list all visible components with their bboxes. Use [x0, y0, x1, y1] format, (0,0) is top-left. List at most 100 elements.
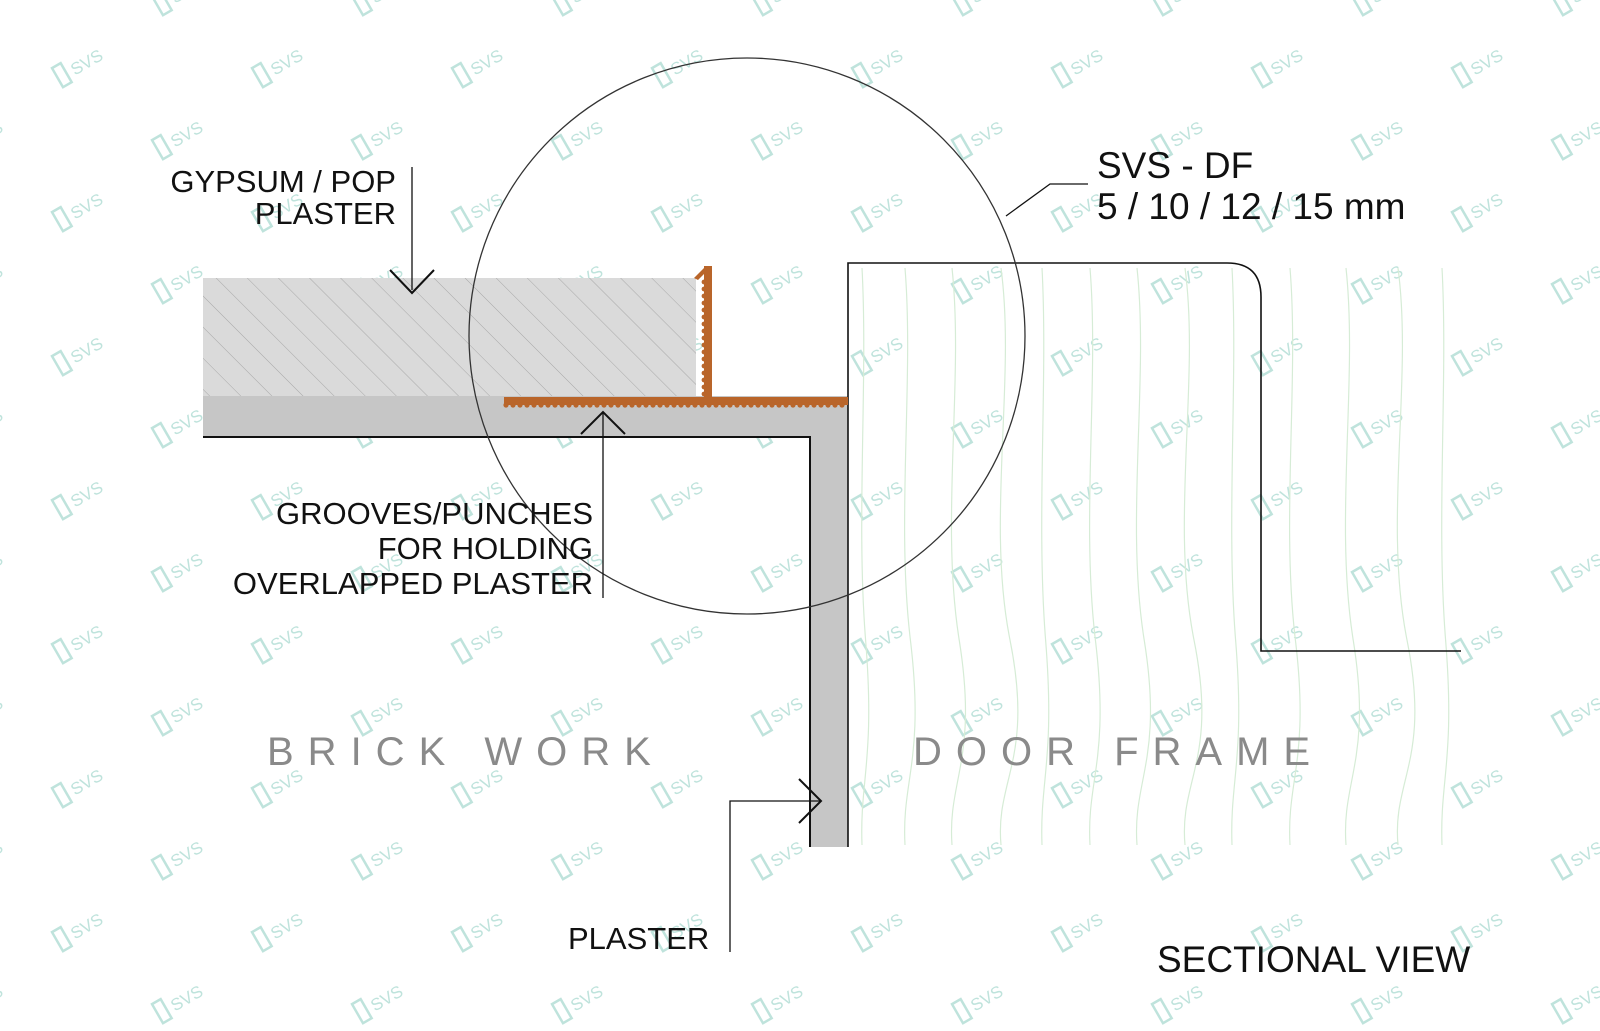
profile-groove [713, 402, 719, 408]
watermark-logo: SVS [950, 838, 1006, 881]
svg-text:SVS: SVS [0, 0, 6, 7]
door-frame-label: DOOR FRAME [913, 730, 1325, 774]
profile-groove [692, 402, 698, 408]
profile-groove [643, 402, 649, 408]
svg-text:SVS: SVS [867, 334, 906, 367]
svg-text:SVS: SVS [767, 550, 806, 583]
svg-text:SVS: SVS [467, 46, 506, 79]
watermark-logo: SVS [450, 622, 506, 665]
profile-punch [701, 363, 707, 369]
watermark-logo: SVS [50, 910, 106, 953]
watermark-logo: SVS [550, 694, 606, 737]
watermark-logo: SVS [950, 262, 1006, 305]
watermark-logo: SVS [750, 262, 806, 305]
svg-text:SVS: SVS [0, 550, 6, 583]
watermark-logo: SVS [1050, 334, 1106, 377]
watermark-logo: SVS [450, 46, 506, 89]
watermark-logo: SVS [1150, 982, 1206, 1025]
svg-text:SVS: SVS [767, 0, 806, 7]
watermark-logo: SVS [850, 910, 906, 953]
svg-text:SVS: SVS [0, 694, 6, 727]
svg-text:SVS: SVS [467, 910, 506, 943]
profile-groove [559, 402, 565, 408]
svg-text:SVS: SVS [1167, 982, 1206, 1015]
watermark-logo: SVS [1450, 334, 1506, 377]
watermark-logo: SVS [350, 118, 406, 161]
profile-groove [818, 402, 824, 408]
wood-grain-line [1344, 267, 1361, 846]
svg-text:SVS: SVS [1567, 838, 1600, 871]
svg-text:SVS: SVS [1467, 910, 1506, 943]
profile-groove [727, 402, 733, 408]
svg-text:SVS: SVS [867, 910, 906, 943]
wood-grain-line [1135, 267, 1152, 846]
watermark-logo: SVS [150, 982, 206, 1025]
svg-text:SVS: SVS [1067, 46, 1106, 79]
watermark-logo: SVS [950, 0, 1006, 17]
watermark-logo: SVS [1150, 838, 1206, 881]
profile-punch [701, 356, 707, 362]
profile-groove [741, 402, 747, 408]
profile-groove [706, 402, 712, 408]
watermark-logo: SVS [350, 694, 406, 737]
watermark-logo: SVS [150, 118, 206, 161]
profile-punch [701, 391, 707, 397]
profile-groove [538, 402, 544, 408]
watermark-logo: SVS [50, 334, 106, 377]
profile-groove [825, 402, 831, 408]
svg-text:SVS: SVS [167, 982, 206, 1015]
watermark-logo: SVS [1450, 190, 1506, 233]
product-leader-line [1005, 183, 1088, 217]
svg-text:SVS: SVS [1467, 478, 1506, 511]
svg-text:SVS: SVS [967, 406, 1006, 439]
svg-text:SVS: SVS [67, 766, 106, 799]
watermark-logo: SVS [1050, 478, 1106, 521]
watermark-logo: SVS [550, 982, 606, 1025]
watermark-logo: SVS [750, 0, 806, 17]
watermark-logo: SVS [50, 46, 106, 89]
profile-groove [671, 402, 677, 408]
watermark-logo: SVS [650, 46, 706, 89]
watermark-logo: SVS [1150, 550, 1206, 593]
wood-grain-line [861, 267, 870, 846]
svg-text:SVS: SVS [1367, 694, 1406, 727]
profile-groove [615, 402, 621, 408]
profile-groove [552, 402, 558, 408]
profile-groove [545, 402, 551, 408]
profile-groove [790, 402, 796, 408]
svg-text:SVS: SVS [667, 622, 706, 655]
profile-groove [510, 402, 516, 408]
svg-text:SVS: SVS [667, 478, 706, 511]
watermark-logo: SVS [650, 622, 706, 665]
profile-groove [587, 402, 593, 408]
profile-punch [701, 293, 707, 299]
svg-text:SVS: SVS [567, 694, 606, 727]
watermark-logo: SVS [0, 694, 6, 727]
watermark-logo: SVS [750, 550, 806, 593]
svg-text:SVS: SVS [1467, 622, 1506, 655]
svg-text:SVS: SVS [667, 190, 706, 223]
svg-text:SVS: SVS [1567, 262, 1600, 295]
wood-grain-line [1288, 267, 1301, 846]
profile-groove [580, 402, 586, 408]
watermark-logo: SVS [1150, 406, 1206, 449]
svg-text:SVS: SVS [1367, 982, 1406, 1015]
watermark-logo: SVS [1050, 910, 1106, 953]
svg-text:SVS: SVS [667, 766, 706, 799]
svg-text:SVS: SVS [867, 766, 906, 799]
svg-text:SVS: SVS [67, 478, 106, 511]
svg-text:SVS: SVS [1567, 694, 1600, 727]
svg-text:SVS: SVS [1467, 334, 1506, 367]
svg-text:SVS: SVS [1367, 550, 1406, 583]
watermark-logo: SVS [1350, 694, 1406, 737]
wood-grain-line [1441, 267, 1450, 846]
watermark-logo: SVS [750, 982, 806, 1025]
svg-text:SVS: SVS [1267, 46, 1306, 79]
svg-text:SVS: SVS [767, 262, 806, 295]
profile-groove [797, 402, 803, 408]
watermark-logo: SVS [1150, 262, 1206, 305]
watermark-logo: SVS [0, 406, 6, 439]
wood-grain-line [903, 267, 916, 846]
svg-text:SVS: SVS [1167, 838, 1206, 871]
watermark-logo: SVS [1450, 46, 1506, 89]
